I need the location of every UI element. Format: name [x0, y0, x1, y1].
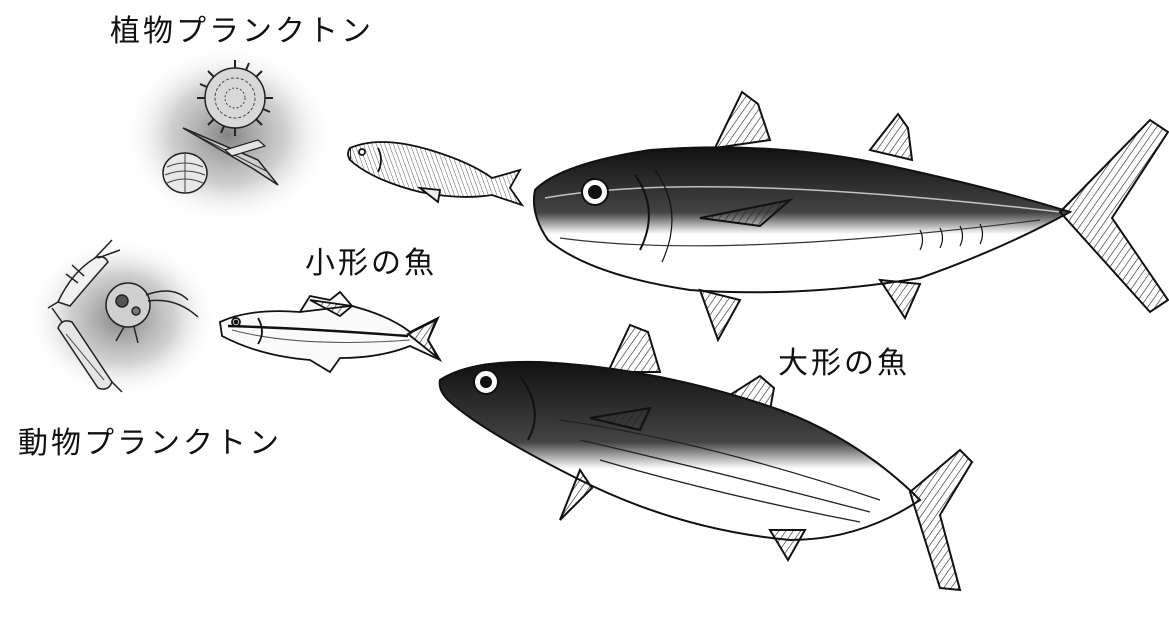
phytoplankton-label: 植物プランクトン: [110, 14, 374, 49]
copepod-icon: [51, 307, 123, 393]
round-larva-icon: [105, 282, 199, 344]
horse-mackerel-icon: [219, 290, 443, 374]
skipjack-icon: [438, 323, 974, 592]
sardine-icon: [347, 141, 525, 207]
large-mackerel-icon: [532, 90, 1169, 343]
needle-diatom-icon: [182, 127, 279, 186]
zooplankton-label: 動物プランクトン: [18, 426, 282, 461]
oval-diatom-icon: [162, 152, 208, 194]
zooplankton-group: [27, 238, 217, 398]
spiky-diatom-icon: [197, 60, 273, 136]
phytoplankton-group: [123, 45, 333, 225]
small-fish-label: 小形の魚: [305, 246, 437, 281]
shrimp-larva-icon: [47, 239, 121, 309]
large-fish-label: 大形の魚: [778, 346, 910, 381]
